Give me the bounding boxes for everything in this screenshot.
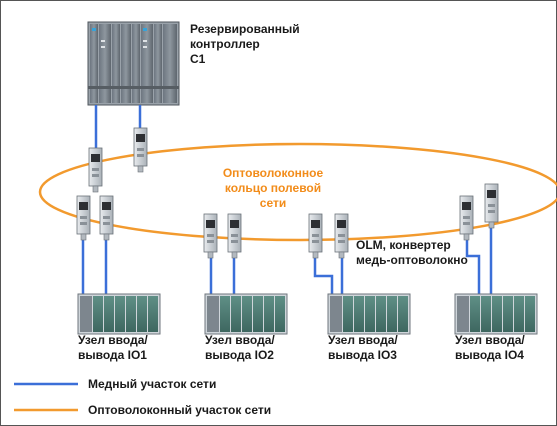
controller-label-line3: C1 [190,52,206,66]
olm-label-line1: OLM, конвертер [356,238,451,252]
legend-copper-label: Медный участок сети [88,377,217,391]
io-nodes [77,293,538,335]
io1-label-line1: Узел ввода/ [78,333,148,347]
legend-fiber-label: Оптоволоконный участок сети [88,403,272,417]
controller-label-line1: Резервированный [190,22,300,36]
redundant-controller-c1 [87,21,180,106]
ring-label-line3: сети [259,196,287,210]
ring-label-line1: Оптоволоконное [222,166,324,180]
ring-label-line2: кольцо полевой [224,181,322,195]
olm-label-line2: медь-оптоволокно [356,253,468,267]
io3-label-line2: вывода IO3 [328,348,397,362]
io2-label-line1: Узел ввода/ [205,333,275,347]
fiber-ring [38,142,557,242]
io4-label-line2: вывода IO4 [455,348,524,362]
copper-links [81,105,493,296]
controller-label-line2: контроллер [190,37,260,51]
io2-label-line2: вывода IO2 [205,348,274,362]
io4-label-line1: Узел ввода/ [455,333,525,347]
io3-label-line1: Узел ввода/ [328,333,398,347]
io1-label-line2: вывода IO1 [78,348,147,362]
